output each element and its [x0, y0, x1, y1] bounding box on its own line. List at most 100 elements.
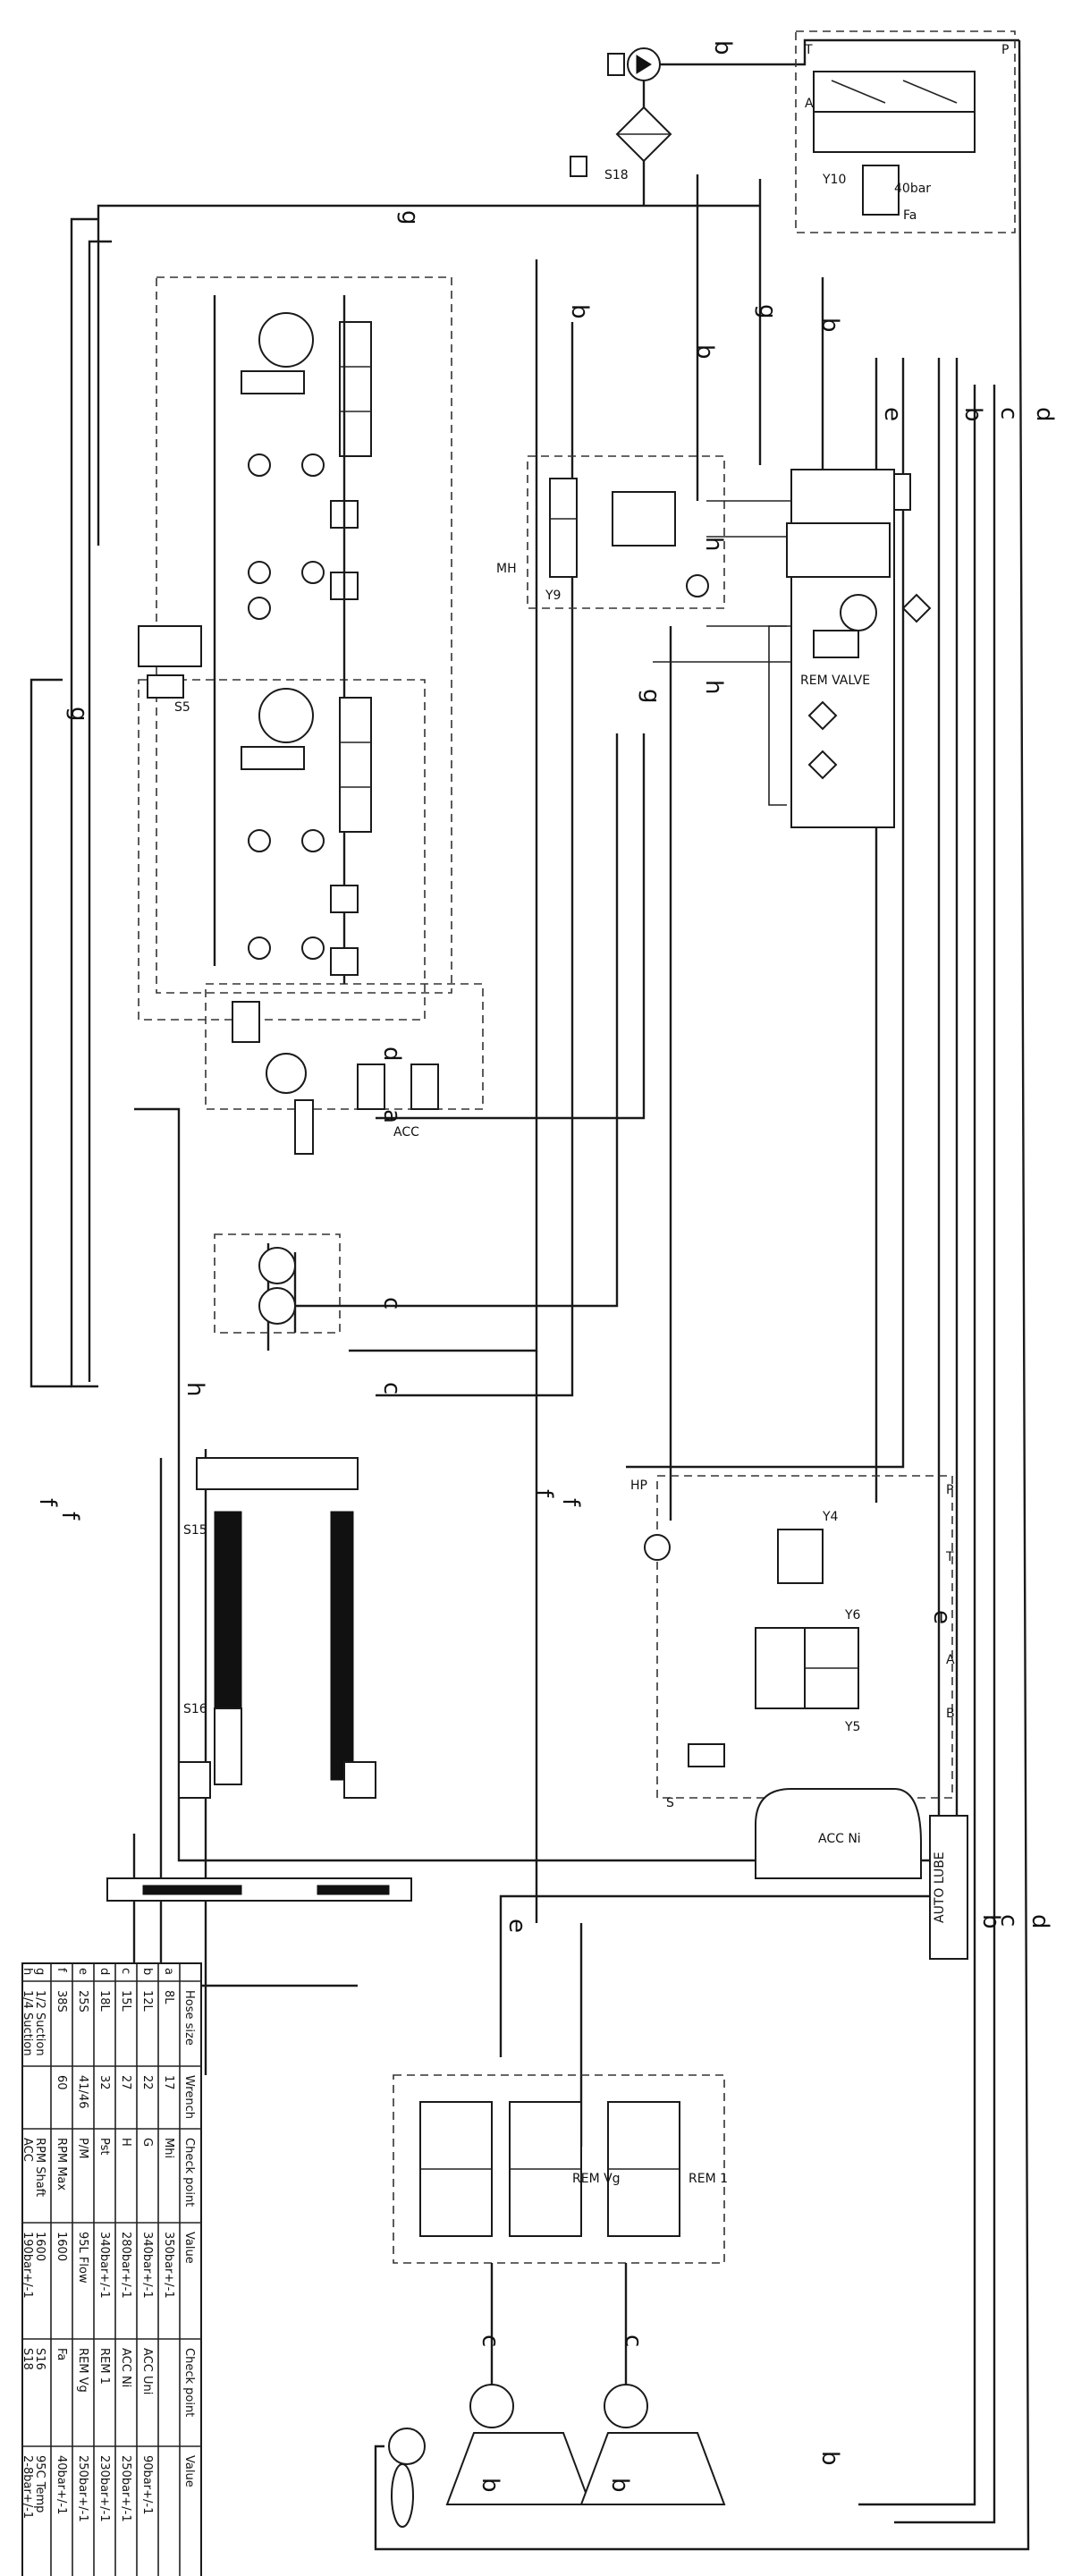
svg-text:8L: 8L — [162, 1990, 175, 2004]
marker-h-left: h — [182, 1382, 208, 1396]
svg-text:REM Vg: REM Vg — [76, 2348, 89, 2393]
top-pump-group: S18 — [570, 38, 1019, 206]
svg-text:a: a — [162, 1968, 175, 1975]
marker-e-top: e — [879, 407, 906, 421]
port-t-center: T — [945, 1550, 954, 1564]
label-y4: Y4 — [822, 1510, 839, 1524]
valve-y9: Y9 MH — [496, 455, 725, 609]
label-auto-lube: AUTO LUBE — [933, 1852, 947, 1923]
marker-g-left: g — [65, 707, 92, 722]
port-s-center: S — [666, 1796, 674, 1810]
marker-e-mid: e — [928, 1610, 955, 1624]
bottom-motors — [374, 2263, 726, 2528]
marker-c-bottom: c — [477, 2334, 503, 2347]
marker-a-center: a — [378, 1109, 405, 1123]
marker-f-mid2: f — [557, 1498, 584, 1507]
marker-c-bottom2: c — [620, 2334, 646, 2347]
svg-text:Pst: Pst — [97, 2138, 111, 2155]
svg-text:18L: 18L — [97, 1990, 111, 2012]
marker-d-low: d — [1027, 1914, 1053, 1929]
th-check-point-1: Check point — [182, 2138, 196, 2207]
svg-text:22: 22 — [140, 2075, 154, 2090]
svg-text:S18: S18 — [21, 2348, 34, 2370]
marker-f-left: f — [34, 1498, 61, 1507]
marker-b-low: b — [977, 1914, 1004, 1929]
marker-g-mid: g — [754, 304, 781, 319]
label-s16: S16 — [183, 1702, 207, 1716]
left-cylinders: S15 S16 — [178, 1457, 376, 1799]
marker-c-pumps: c — [378, 1382, 405, 1394]
marker-b-edge: b — [959, 407, 986, 422]
svg-text:1600: 1600 — [55, 2232, 68, 2261]
svg-text:1600: 1600 — [33, 2232, 46, 2261]
port-b-center: B — [946, 1707, 955, 1721]
svg-text:32: 32 — [97, 2075, 111, 2090]
spec-table: Hose size Wrench Check point Value Check… — [21, 1962, 202, 2576]
label-fa-top: Fa — [903, 208, 917, 223]
svg-text:Mhi: Mhi — [162, 2138, 175, 2158]
label-y5: Y5 — [844, 1720, 860, 1734]
svg-text:190bar+/-1: 190bar+/-1 — [21, 2232, 34, 2299]
svg-text:ACC Ni: ACC Ni — [119, 2348, 132, 2387]
line-markers: b b b b g g g g e e e b c d c d b c c f … — [34, 40, 1058, 2493]
svg-text:RPM Shaft: RPM Shaft — [33, 2138, 46, 2197]
marker-b-right: b — [691, 344, 718, 360]
label-rem-vg: REM Vg — [572, 2172, 621, 2186]
label-s5: S5 — [174, 700, 190, 715]
th-hose-size: Hose size — [182, 1990, 196, 2046]
marker-h-mid: h — [700, 680, 727, 694]
svg-text:c: c — [119, 1968, 132, 1974]
marker-d-edge: d — [1031, 407, 1058, 422]
marker-b-bottom2: b — [606, 2478, 633, 2493]
marker-f-mid: f — [530, 1489, 557, 1498]
port-a-top: A — [805, 97, 814, 111]
svg-text:RPM Max: RPM Max — [55, 2138, 68, 2190]
svg-text:Fa: Fa — [55, 2348, 68, 2360]
label-hp: HP — [630, 1479, 647, 1493]
svg-text:1/2 Suction: 1/2 Suction — [33, 1990, 46, 2056]
marker-c-pumps2: c — [378, 1297, 405, 1309]
svg-text:b: b — [140, 1968, 154, 1975]
svg-text:340bar+/-1: 340bar+/-1 — [97, 2232, 111, 2299]
svg-text:REM 1: REM 1 — [97, 2348, 111, 2385]
svg-text:ACC Uni: ACC Uni — [140, 2348, 154, 2394]
label-acc-ni: ACC Ni — [818, 1832, 861, 1846]
svg-text:230bar+/-1: 230bar+/-1 — [97, 2455, 111, 2522]
marker-g-top: g — [396, 210, 423, 225]
marker-e-bottom: e — [503, 1919, 530, 1933]
main-control-block: ACC S5 — [138, 276, 484, 1334]
svg-text:e: e — [76, 1968, 89, 1975]
svg-text:95L Flow: 95L Flow — [76, 2232, 89, 2284]
label-rem1: REM 1 — [689, 2172, 728, 2186]
label-y10: Y10 — [822, 173, 846, 187]
svg-text:250bar+/-1: 250bar+/-1 — [119, 2455, 132, 2522]
svg-text:17: 17 — [162, 2075, 175, 2090]
bottom-rem-valves: REM 1 REM Vg — [393, 2074, 728, 2264]
svg-text:40bar+/-1: 40bar+/-1 — [55, 2455, 68, 2514]
marker-h-mid2: h — [700, 537, 727, 551]
svg-text:2-8bar+/-1: 2-8bar+/-1 — [21, 2455, 34, 2519]
port-p-top: P — [1001, 43, 1009, 57]
svg-text:340bar+/-1: 340bar+/-1 — [140, 2232, 154, 2299]
label-s15: S15 — [183, 1523, 207, 1538]
port-t-top: T — [804, 43, 813, 57]
svg-text:280bar+/-1: 280bar+/-1 — [119, 2232, 132, 2299]
th-check-point-2: Check point — [182, 2348, 196, 2417]
marker-b-bottom: b — [477, 2478, 503, 2493]
rem-valve-unit: REM VALVE — [768, 522, 932, 806]
svg-text:95C Temp: 95C Temp — [33, 2455, 46, 2512]
label-rem-valve: REM VALVE — [800, 674, 870, 688]
svg-text:350bar+/-1: 350bar+/-1 — [162, 2232, 175, 2299]
valve-y10: 40bar Fa Y10 T P A — [795, 30, 1016, 233]
label-s18: S18 — [604, 168, 629, 182]
marker-b-far: b — [816, 318, 843, 333]
marker-d-center: d — [378, 1046, 405, 1062]
svg-text:15L: 15L — [119, 1990, 132, 2012]
